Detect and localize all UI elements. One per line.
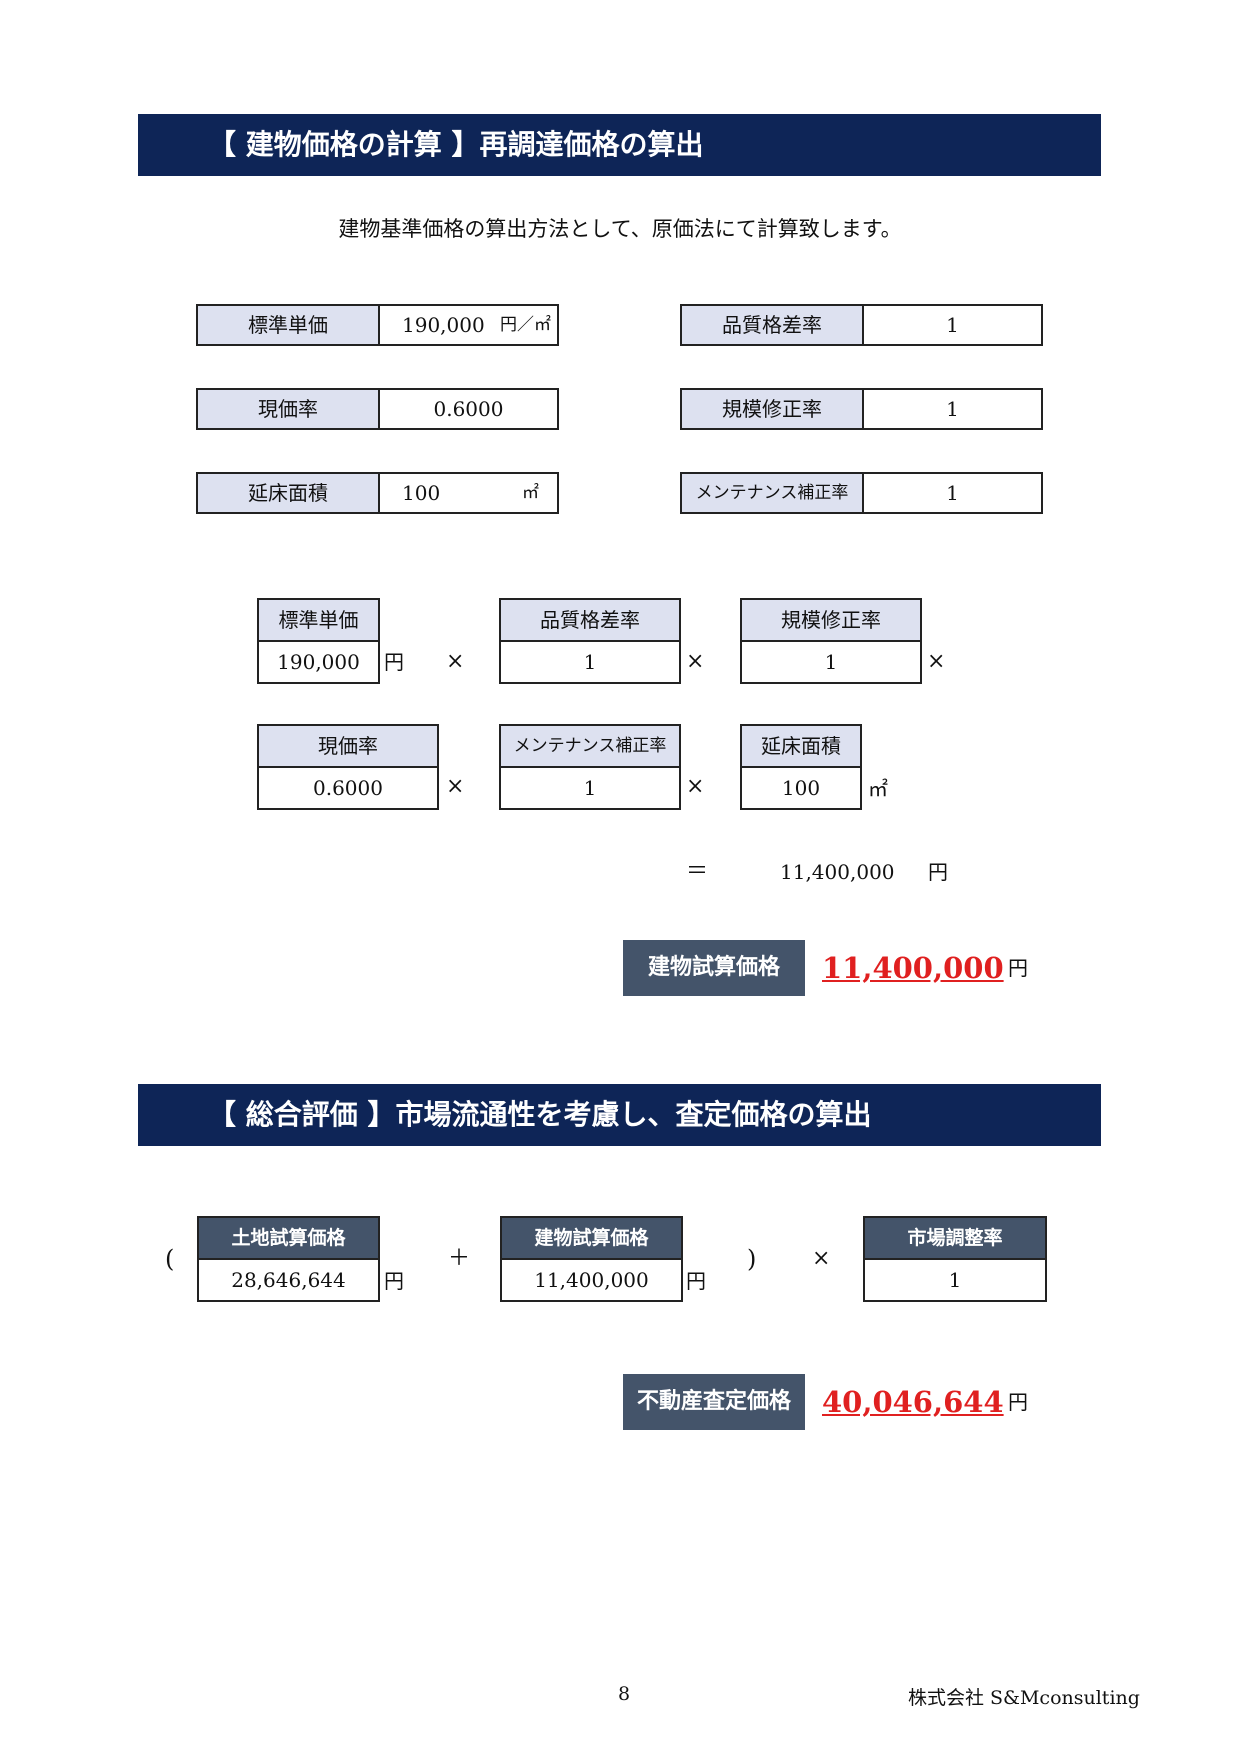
formula-value: 1	[583, 776, 597, 800]
close-paren: )	[747, 1245, 757, 1273]
param-unit: 円／㎡	[500, 315, 551, 335]
param-label: 標準単価	[198, 306, 380, 344]
times-operator: ×	[812, 1246, 831, 1271]
param-maintenance-rate: メンテナンス補正率 1	[680, 472, 1043, 514]
times-operator: ×	[927, 649, 946, 674]
param-floor-area: 延床面積 100 ㎡	[196, 472, 559, 514]
equals-operator: ＝	[686, 859, 709, 884]
final-price-label: 不動産査定価格	[623, 1374, 805, 1430]
formula-floor-area: 延床面積 100	[740, 724, 862, 810]
market-rate-box: 市場調整率 1	[863, 1216, 1047, 1302]
yen-unit: 円	[1008, 956, 1028, 980]
formula-value: 0.6000	[313, 776, 383, 800]
param-value: 1	[946, 397, 959, 421]
formula-value: 1	[583, 650, 597, 674]
formula-current-rate: 現価率 0.6000	[257, 724, 439, 810]
section-title: 【 総合評価 】市場流通性を考慮し、査定価格の算出	[208, 1098, 872, 1131]
param-value: 100	[402, 481, 441, 505]
land-price-box: 土地試算価格 28,646,644	[197, 1216, 380, 1302]
formula-label: 標準単価	[259, 600, 378, 642]
param-current-rate: 現価率 0.6000	[196, 388, 559, 430]
param-std-unit-price: 標準単価 190,000 円／㎡	[196, 304, 559, 346]
formula-value: 1	[824, 650, 838, 674]
param-label: 延床面積	[198, 474, 380, 512]
formula-label: 建物試算価格	[502, 1218, 681, 1260]
param-label: メンテナンス補正率	[682, 474, 864, 512]
param-scale-rate: 規模修正率 1	[680, 388, 1043, 430]
param-value: 0.6000	[433, 397, 504, 421]
formula-label: 延床面積	[742, 726, 860, 768]
sqm-unit: ㎡	[868, 777, 888, 801]
page-number: 8	[618, 1683, 631, 1705]
yen-unit: 円	[384, 1269, 404, 1293]
formula-label: メンテナンス補正率	[501, 726, 679, 768]
formula-label: 現価率	[259, 726, 437, 768]
formula-value: 11,400,000	[534, 1268, 649, 1292]
formula-std-unit-price: 標準単価 190,000	[257, 598, 380, 684]
yen-unit: 円	[384, 650, 404, 674]
formula-quality-rate: 品質格差率 1	[499, 598, 681, 684]
section-banner-overall: 【 総合評価 】市場流通性を考慮し、査定価格の算出	[138, 1084, 1101, 1146]
building-price-value: 11,400,000	[822, 951, 1004, 985]
formula-value: 1	[948, 1268, 962, 1292]
formula-scale-rate: 規模修正率 1	[740, 598, 922, 684]
plus-operator: ＋	[448, 1246, 471, 1271]
param-label: 現価率	[198, 390, 380, 428]
formula-result: 11,400,000	[780, 860, 895, 884]
open-paren: (	[165, 1245, 175, 1273]
times-operator: ×	[686, 649, 705, 674]
intro-text: 建物基準価格の算出方法として、原価法にて計算致します。	[338, 217, 902, 241]
param-value: 1	[946, 481, 959, 505]
param-value: 1	[946, 313, 959, 337]
yen-unit: 円	[686, 1269, 706, 1293]
param-unit: ㎡	[522, 483, 539, 503]
yen-unit: 円	[928, 860, 948, 884]
formula-label: 規模修正率	[742, 600, 920, 642]
param-label: 品質格差率	[682, 306, 864, 344]
formula-label: 品質格差率	[501, 600, 679, 642]
times-operator: ×	[686, 774, 705, 799]
building-price-label: 建物試算価格	[623, 940, 805, 996]
formula-maintenance-rate: メンテナンス補正率 1	[499, 724, 681, 810]
final-price-value: 40,046,644	[822, 1385, 1004, 1419]
section-title: 【 建物価格の計算 】再調達価格の算出	[208, 128, 704, 161]
formula-label: 市場調整率	[865, 1218, 1045, 1260]
formula-value: 100	[781, 776, 821, 800]
param-quality-rate: 品質格差率 1	[680, 304, 1043, 346]
formula-value: 190,000	[277, 650, 360, 674]
times-operator: ×	[446, 649, 465, 674]
building-price-box: 建物試算価格 11,400,000	[500, 1216, 683, 1302]
param-label: 規模修正率	[682, 390, 864, 428]
formula-value: 28,646,644	[231, 1268, 346, 1292]
company-name: 株式会社 S&Mconsulting	[908, 1687, 1140, 1709]
times-operator: ×	[446, 774, 465, 799]
section-banner-building: 【 建物価格の計算 】再調達価格の算出	[138, 114, 1101, 176]
formula-label: 土地試算価格	[199, 1218, 378, 1260]
param-value: 190,000	[402, 313, 485, 337]
yen-unit: 円	[1008, 1390, 1028, 1414]
